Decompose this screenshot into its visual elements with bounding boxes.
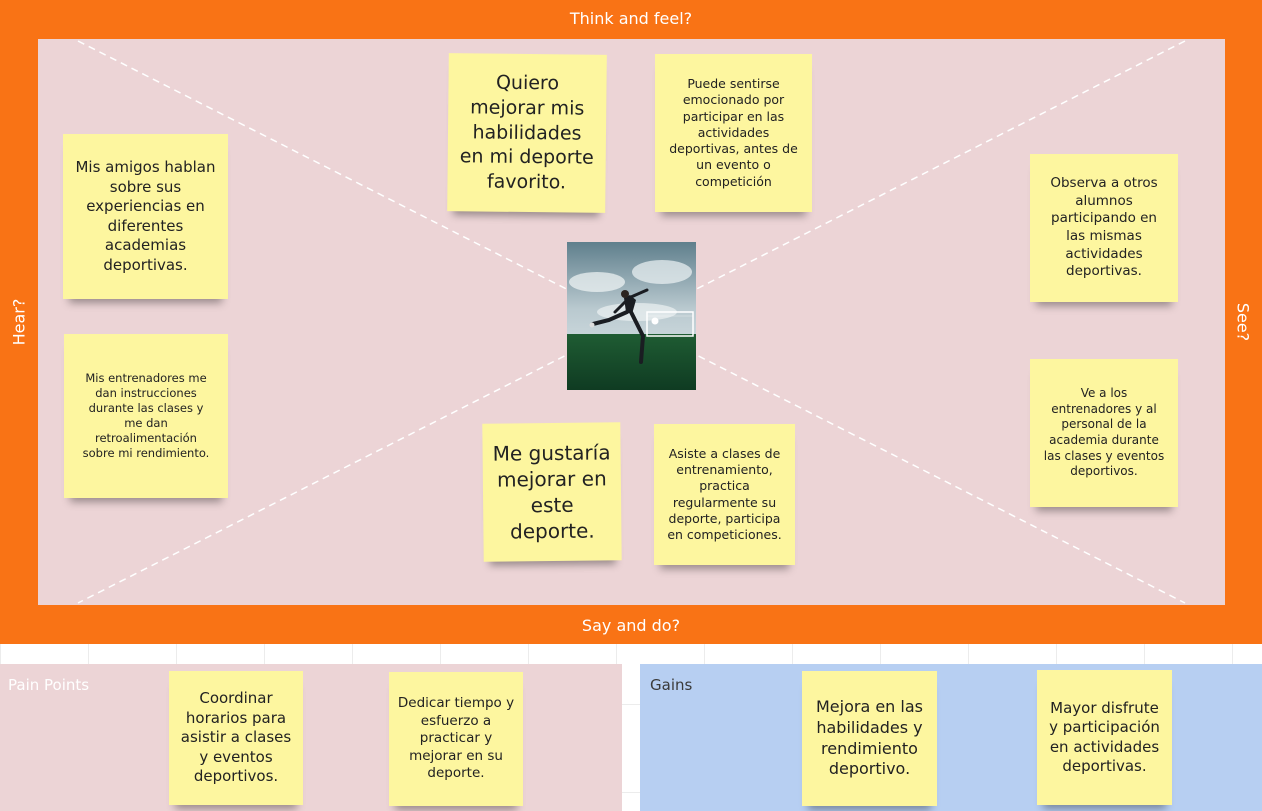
- think-feel-label: Think and feel?: [569, 9, 693, 28]
- sticky-note-text: Coordinar horarios para asistir a clases…: [180, 689, 292, 786]
- pain-points-title: Pain Points: [8, 676, 90, 694]
- sticky-note-text: Ve a los entrenadores y al personal de l…: [1043, 386, 1165, 479]
- sticky-note-text: Observa a otros alumnos participando en …: [1050, 175, 1158, 280]
- sticky-note-text: Dedicar tiempo y esfuerzo a practicar y …: [397, 695, 515, 782]
- diagonal-divider-lines: [77, 40, 1186, 604]
- sticky-note-gain-2[interactable]: Mayor disfrute y participación en activi…: [1037, 670, 1172, 805]
- sticky-note-say-1[interactable]: Me gustaría mejorar en este deporte.: [482, 422, 622, 562]
- sticky-note-hear-2[interactable]: Mis entrenadores me dan instrucciones du…: [64, 334, 228, 498]
- sticky-note-text: Mayor disfrute y participación en activi…: [1049, 698, 1160, 776]
- sticky-note-text: Mejora en las habilidades y rendimiento …: [815, 696, 923, 779]
- sticky-note-think-1[interactable]: Quiero mejorar mis habilidades en mi dep…: [447, 53, 607, 213]
- sticky-note-think-2[interactable]: Puede sentirse emocionado por participar…: [655, 54, 812, 212]
- pain-points-panel: Pain Points: [0, 664, 622, 811]
- sticky-note-text: Me gustaría mejorar en este deporte.: [492, 440, 611, 544]
- sticky-note-say-2[interactable]: Asiste a clases de entrenamiento, practi…: [654, 424, 795, 565]
- gains-title: Gains: [650, 676, 693, 694]
- sticky-note-pain-1[interactable]: Coordinar horarios para asistir a clases…: [169, 671, 303, 805]
- sticky-note-pain-2[interactable]: Dedicar tiempo y esfuerzo a practicar y …: [389, 672, 523, 806]
- soccer-player-photo[interactable]: [567, 242, 696, 390]
- hear-label: Hear?: [9, 298, 29, 346]
- sticky-note-text: Asiste a clases de entrenamiento, practi…: [667, 445, 782, 542]
- say-do-label: Say and do?: [581, 616, 681, 635]
- sticky-note-see-1[interactable]: Observa a otros alumnos participando en …: [1030, 154, 1178, 302]
- see-label: See?: [1233, 302, 1253, 342]
- sticky-note-see-2[interactable]: Ve a los entrenadores y al personal de l…: [1030, 359, 1178, 507]
- sticky-note-hear-1[interactable]: Mis amigos hablan sobre sus experiencias…: [63, 134, 228, 299]
- empathy-map-frame: Think and feel? Say and do? Hear? See?: [0, 0, 1262, 644]
- sticky-note-text: Mis amigos hablan sobre sus experiencias…: [75, 158, 216, 274]
- sticky-note-text: Quiero mejorar mis habilidades en mi dep…: [459, 71, 594, 194]
- sticky-note-gain-1[interactable]: Mejora en las habilidades y rendimiento …: [802, 671, 937, 806]
- sticky-note-text: Mis entrenadores me dan instrucciones du…: [82, 371, 210, 460]
- sticky-note-text: Puede sentirse emocionado por participar…: [669, 76, 798, 189]
